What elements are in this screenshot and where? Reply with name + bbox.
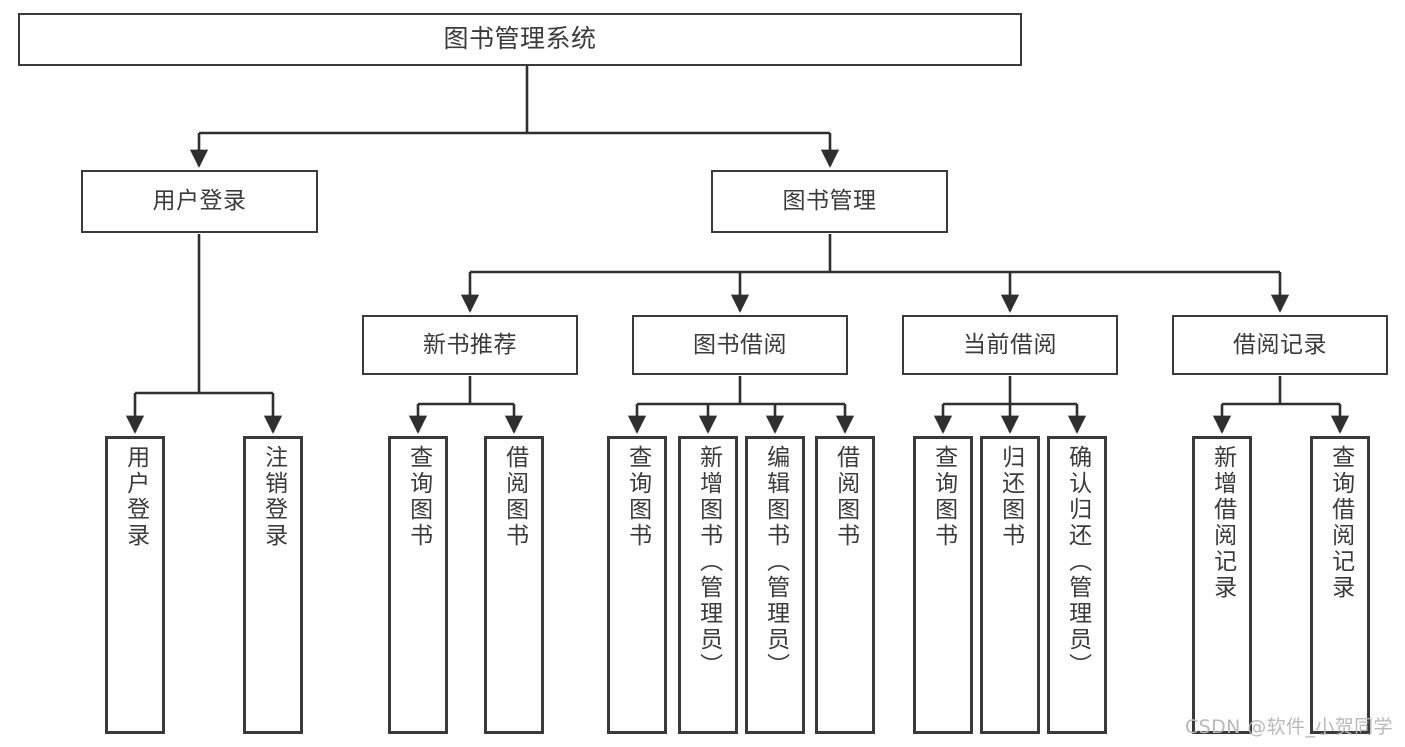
node-user-login[interactable]: 用户登录 <box>81 170 318 233</box>
node-label: 查询图书 <box>624 445 651 549</box>
leaf-edit-book-admin[interactable]: 编辑图书（管理员） <box>745 436 805 734</box>
node-label: 查询借阅记录 <box>1327 445 1354 601</box>
leaf-logout[interactable]: 注销登录 <box>243 436 303 734</box>
node-label: 借阅图书 <box>832 445 859 549</box>
node-label: 借阅图书 <box>501 445 528 549</box>
node-new-book-recommendation[interactable]: 新书推荐 <box>362 315 578 375</box>
node-label: 新增借阅记录 <box>1209 445 1236 601</box>
leaf-query-books-current[interactable]: 查询图书 <box>913 436 973 734</box>
node-label: 编辑图书（管理员） <box>762 445 789 679</box>
node-label: 归还图书 <box>997 445 1024 549</box>
node-book-borrowing[interactable]: 图书借阅 <box>632 315 848 375</box>
node-label: 图书借阅 <box>693 331 787 358</box>
csdn-watermark: CSDN @软件_小贺同学 <box>1185 716 1393 738</box>
node-label: 借阅记录 <box>1233 331 1327 358</box>
leaf-user-login[interactable]: 用户登录 <box>105 436 165 734</box>
node-label: 查询图书 <box>405 445 432 549</box>
node-label: 图书管理 <box>782 188 877 215</box>
node-root-book-management-system[interactable]: 图书管理系统 <box>18 13 1022 66</box>
leaf-return-books[interactable]: 归还图书 <box>980 436 1040 734</box>
node-borrowing-records[interactable]: 借阅记录 <box>1172 315 1388 375</box>
node-label: 当前借阅 <box>963 331 1057 358</box>
leaf-borrow-books-recommendation[interactable]: 借阅图书 <box>484 436 544 734</box>
leaf-add-borrowing-record[interactable]: 新增借阅记录 <box>1192 436 1252 734</box>
leaf-query-books-borrowing[interactable]: 查询图书 <box>607 436 667 734</box>
leaf-confirm-return-admin[interactable]: 确认归还（管理员） <box>1047 436 1107 734</box>
leaf-add-book-admin[interactable]: 新增图书（管理员） <box>678 436 738 734</box>
node-label: 查询图书 <box>930 445 957 549</box>
node-label: 图书管理系统 <box>443 24 597 54</box>
node-label: 新增图书（管理员） <box>695 445 722 679</box>
node-current-borrowing[interactable]: 当前借阅 <box>902 315 1118 375</box>
leaf-borrow-books-borrowing[interactable]: 借阅图书 <box>815 436 875 734</box>
node-label: 注销登录 <box>260 445 287 549</box>
node-label: 新书推荐 <box>423 331 517 358</box>
leaf-query-books-recommendation[interactable]: 查询图书 <box>388 436 448 734</box>
node-book-management[interactable]: 图书管理 <box>711 170 948 233</box>
leaf-query-borrowing-record[interactable]: 查询借阅记录 <box>1310 436 1370 734</box>
node-label: 用户登录 <box>152 188 247 215</box>
node-label: 用户登录 <box>122 445 149 549</box>
node-label: 确认归还（管理员） <box>1064 445 1091 679</box>
